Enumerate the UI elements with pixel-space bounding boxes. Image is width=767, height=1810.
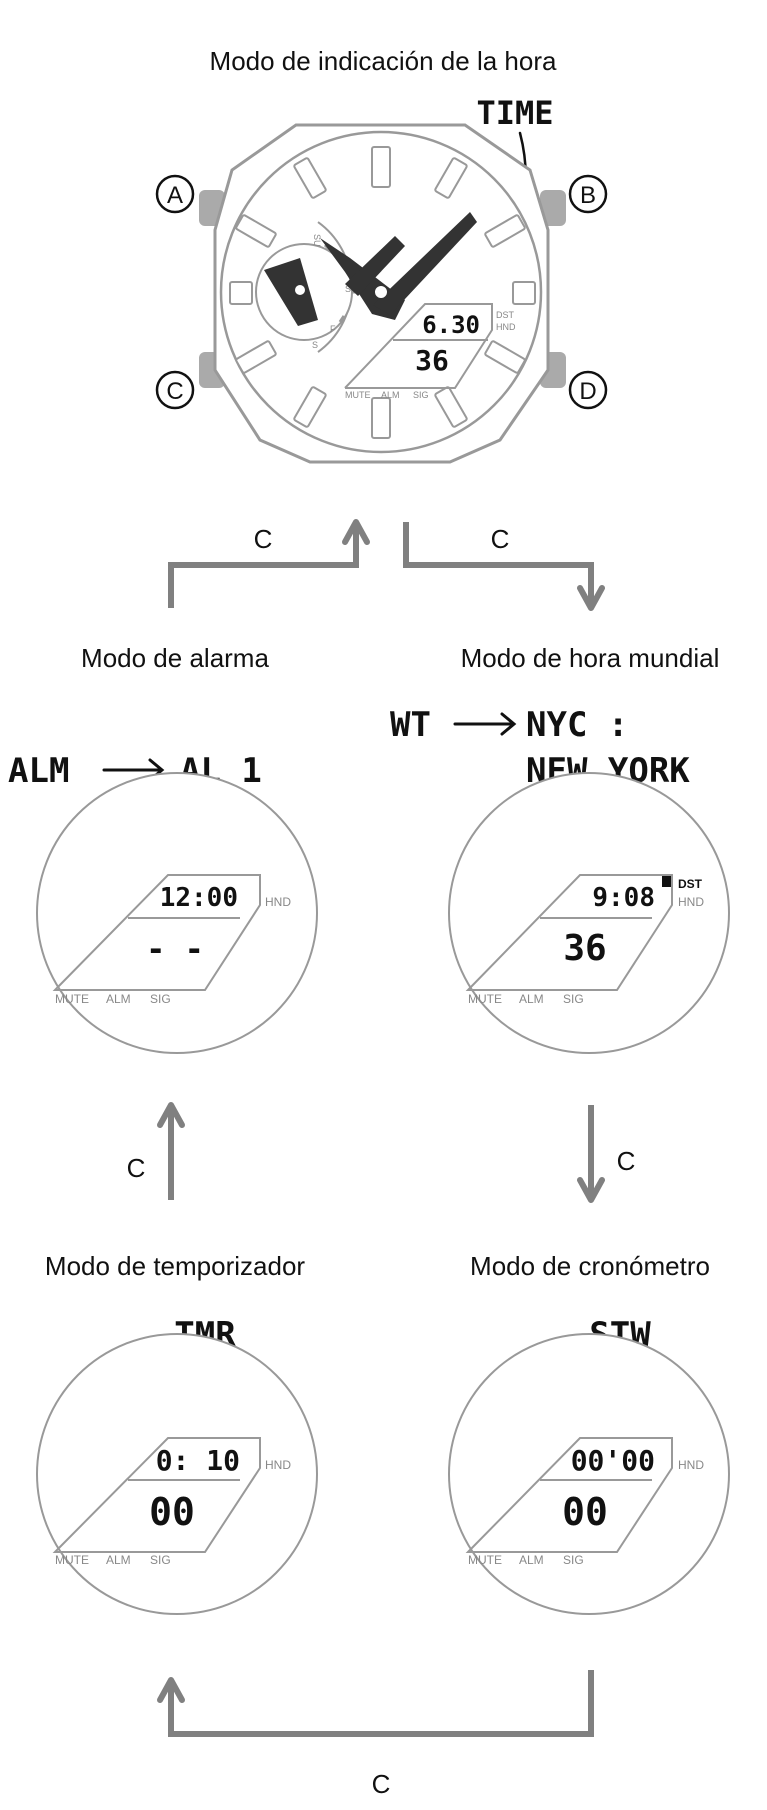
alarm-alm-indicator: ALM (106, 992, 131, 1006)
subdial-letter-right2: F (330, 324, 336, 334)
subdial-letter-bottom: S (312, 340, 318, 350)
subdial-letter-top: SU (312, 234, 322, 247)
flow-arrowhead-down-top (577, 585, 605, 611)
timekeeping-sig-indicator: SIG (413, 390, 429, 400)
alarm-hnd-indicator: HND (265, 895, 291, 909)
alarm-watch: 12:00 - - HND MUTE ALM SIG (36, 772, 318, 1054)
timekeeping-alm-indicator: ALM (381, 390, 400, 400)
alarm-mode-title: Modo de alarma (81, 643, 269, 673)
flow-arrowhead-down-middle (577, 1177, 605, 1203)
flow-arrowhead-up-middle (157, 1102, 185, 1128)
timekeeping-dst-indicator: DST (496, 310, 515, 320)
timekeeping-hnd-indicator: HND (496, 322, 516, 332)
flow-arrow-timekeeping-to-worldtime (403, 522, 594, 608)
alarm-sig-indicator: SIG (150, 992, 171, 1006)
stopwatch-hnd-indicator: HND (678, 1458, 704, 1472)
flow-arrowhead-up-top (342, 519, 370, 545)
worldtime-dst-square (662, 876, 671, 887)
timekeeping-mute-indicator: MUTE (345, 390, 371, 400)
timekeeping-lcd-upper: 6.30 (422, 311, 480, 339)
worldtime-lcd-lower: 36 (563, 928, 606, 969)
flow-arrow-alarm-to-timekeeping (168, 522, 359, 608)
timer-hnd-indicator: HND (265, 1458, 291, 1472)
worldtime-dst-indicator: DST (678, 877, 703, 891)
subdial-letter-right1: S (345, 284, 351, 294)
button-label-b: B (568, 174, 608, 214)
alarm-mute-indicator: MUTE (55, 992, 89, 1006)
button-label-c: C (155, 370, 195, 410)
worldtime-watch: 9:08 36 DST HND MUTE ALM SIG (448, 772, 730, 1054)
flow-arrowhead-up-bottom (157, 1677, 185, 1703)
worldtime-lcd-upper: 9:08 (592, 883, 655, 913)
subdial: SU S F S (255, 221, 358, 353)
worldtime-code-result: NYC : (526, 705, 628, 745)
flow-label-c-middle-left: C (127, 1153, 146, 1183)
timekeeping-lcd-lower: 36 (415, 344, 449, 377)
flow-label-c-top-right: C (491, 524, 510, 554)
stopwatch-alm-indicator: ALM (519, 1553, 544, 1567)
button-label-d: D (568, 370, 608, 410)
stopwatch-watch: 00'00 00 HND MUTE ALM SIG (448, 1333, 730, 1615)
watch-button-b[interactable] (540, 190, 566, 226)
timekeeping-mode-code: TIME (476, 94, 553, 132)
worldtime-code-arrow (453, 712, 517, 736)
timer-mode-title: Modo de temporizador (45, 1251, 305, 1281)
svg-text:C: C (166, 378, 183, 405)
worldtime-mode-title: Modo de hora mundial (461, 643, 720, 673)
hour-markers (229, 146, 536, 439)
worldtime-mode-code: WT (390, 705, 431, 745)
stopwatch-lcd-upper: 00'00 (571, 1444, 655, 1477)
button-label-a: A (155, 174, 195, 214)
timer-sig-indicator: SIG (150, 1553, 171, 1567)
worldtime-hnd-indicator: HND (678, 895, 704, 909)
timer-watch: 0: 10 00 HND MUTE ALM SIG (36, 1333, 318, 1615)
alarm-lcd-upper: 12:00 (160, 883, 238, 913)
flow-label-c-top-left: C (254, 524, 273, 554)
timer-alm-indicator: ALM (106, 1553, 131, 1567)
stopwatch-sig-indicator: SIG (563, 1553, 584, 1567)
alarm-mode-code: ALM (8, 751, 69, 791)
timer-mute-indicator: MUTE (55, 1553, 89, 1567)
stopwatch-mode-title: Modo de cronómetro (470, 1251, 710, 1281)
svg-text:A: A (167, 182, 183, 209)
timekeeping-lcd: 6.30 36 DST HND MUTE ALM SIG (344, 303, 516, 400)
flow-arrow-stopwatch-to-timer (168, 1670, 594, 1737)
worldtime-alm-indicator: ALM (519, 992, 544, 1006)
worldtime-mute-indicator: MUTE (468, 992, 502, 1006)
flow-label-c-middle-right: C (617, 1146, 636, 1176)
svg-text:B: B (580, 182, 596, 209)
main-hands (320, 212, 477, 320)
timekeeping-mode-title: Modo de indicación de la hora (210, 46, 557, 76)
flow-label-c-bottom: C (372, 1769, 391, 1799)
stopwatch-lcd-lower: 00 (562, 1490, 608, 1534)
worldtime-sig-indicator: SIG (563, 992, 584, 1006)
timer-lcd-lower: 00 (149, 1490, 195, 1534)
svg-text:D: D (579, 378, 596, 405)
alarm-lcd-lower: - - (146, 930, 204, 968)
timer-lcd-upper: 0: 10 (156, 1444, 240, 1477)
stopwatch-mute-indicator: MUTE (468, 1553, 502, 1567)
